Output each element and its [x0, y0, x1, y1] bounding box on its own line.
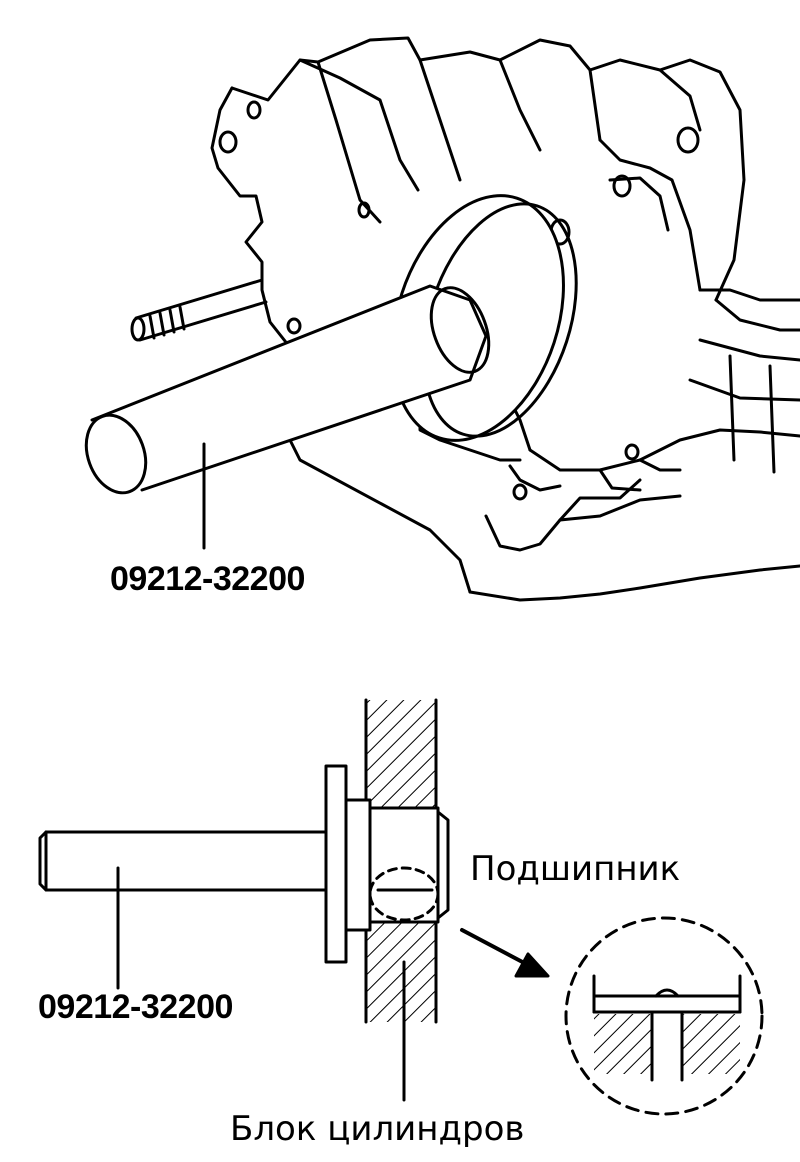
tool-part-number-label-bottom: 09212-32200	[38, 988, 233, 1026]
block-bolt-holes	[218, 100, 700, 501]
engine-block-outline	[210, 36, 800, 602]
bearing	[368, 806, 450, 924]
stud-bolt	[130, 278, 268, 342]
bearing-label: Подшипник	[470, 849, 681, 889]
engine-block-isometric-illustration	[84, 36, 800, 602]
cylinder-block-label: Блок цилиндров	[230, 1109, 525, 1149]
tool-flange-section	[324, 764, 372, 964]
tool-part-number-label-top: 09212-32200	[110, 560, 305, 598]
tool-shaft	[84, 284, 491, 550]
tool-shaft-section	[38, 830, 328, 990]
cylinder-block-section	[364, 698, 438, 1024]
detail-arrow	[460, 928, 550, 978]
bearing-detail-magnified	[564, 916, 764, 1116]
